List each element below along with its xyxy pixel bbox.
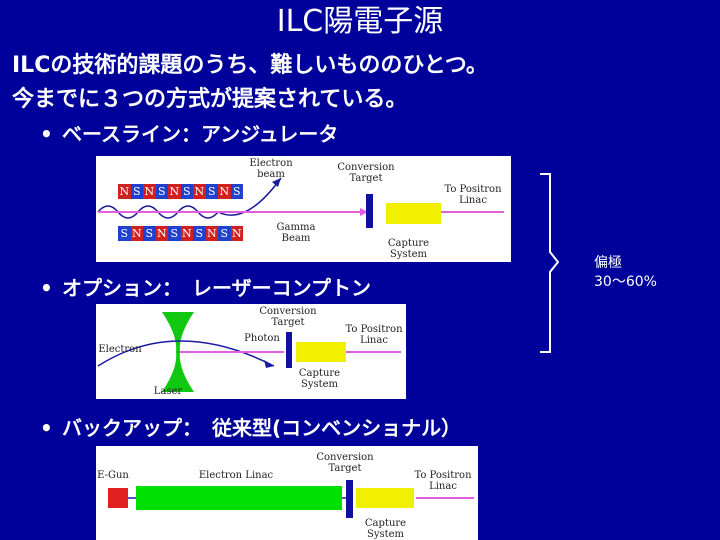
magnet-pole: N — [205, 226, 218, 241]
bullet-baseline-text: ベースライン：アンジュレータ — [62, 122, 339, 146]
undulator-magnet-top: N S N S N S N S N S — [118, 184, 243, 199]
magnet-pole: S — [118, 226, 131, 241]
magnet-pole: S — [218, 226, 231, 241]
magnet-pole: S — [155, 184, 168, 199]
magnet-pole: N — [168, 184, 181, 199]
conversion-target — [286, 332, 292, 368]
bullet-backup-text: バックアップ： 従来型(コンベンショナル） — [62, 416, 462, 440]
slide-title: ILC陽電子源 — [276, 4, 444, 39]
magnet-pole: N — [130, 226, 143, 241]
undulator-beam-paths — [97, 177, 504, 219]
electron-label: Electron — [98, 344, 142, 355]
bracket-path — [540, 173, 560, 353]
magnet-pole: N — [218, 184, 231, 199]
electron-path — [97, 340, 275, 367]
magnet-pole: S — [205, 184, 218, 199]
magnet-pole: S — [230, 184, 243, 199]
electron-linac-block — [136, 486, 342, 510]
intro-line-2: 今までに３つの方式が提案されている。 — [12, 87, 408, 112]
intro-line-1: ILCの技術的課題のうち、難しいもののひとつ。 — [12, 53, 488, 78]
undulator-diagram: N S N S N S N S N S S N S N S N S N S N … — [96, 156, 511, 262]
egun-label: E-Gun — [97, 470, 129, 481]
electron-linac-label: Electron Linac — [198, 470, 274, 481]
electron-arrowhead — [264, 360, 274, 368]
laser-label: Laser — [153, 386, 183, 397]
magnet-pole: S — [130, 184, 143, 199]
capture-system — [296, 342, 346, 362]
electron-beam-arrowhead — [272, 178, 281, 187]
polarization-value: 30～60% — [594, 274, 657, 290]
photon-label: Photon — [244, 333, 280, 344]
magnet-pole: S — [168, 226, 181, 241]
magnet-pole: N — [193, 184, 206, 199]
polarization-bracket — [540, 173, 560, 353]
laser-compton-graphics — [97, 312, 401, 392]
undulator-magnet-bottom: S N S N S N S N S N — [118, 226, 243, 241]
conversion-target — [346, 480, 353, 518]
gamma-arrowhead — [360, 208, 368, 216]
magnet-pole: N — [143, 184, 156, 199]
bullet-baseline: • ベースライン：アンジュレータ — [40, 121, 338, 147]
capture-system — [386, 203, 441, 224]
bullet-dot: • — [40, 416, 53, 440]
bullet-dot: • — [40, 122, 53, 146]
laser-pulse-shape — [162, 312, 194, 392]
bullet-dot: • — [40, 276, 53, 300]
magnet-pole: S — [193, 226, 206, 241]
bullet-option: • オプション： レーザーコンプトン — [40, 275, 371, 301]
magnet-pole: N — [118, 184, 131, 199]
egun-block — [108, 488, 128, 508]
magnet-pole: N — [180, 226, 193, 241]
polarization-heading: 偏極 — [594, 255, 622, 271]
capture-system — [356, 488, 414, 508]
magnet-pole: S — [143, 226, 156, 241]
magnet-pole: N — [155, 226, 168, 241]
magnet-pole: S — [180, 184, 193, 199]
polarization-label: 偏極 30～60% — [594, 254, 657, 292]
magnet-pole: N — [230, 226, 243, 241]
bullet-option-text: オプション： レーザーコンプトン — [62, 276, 371, 300]
conversion-target — [366, 194, 373, 228]
bullet-backup: • バックアップ： 従来型(コンベンショナル） — [40, 415, 461, 441]
